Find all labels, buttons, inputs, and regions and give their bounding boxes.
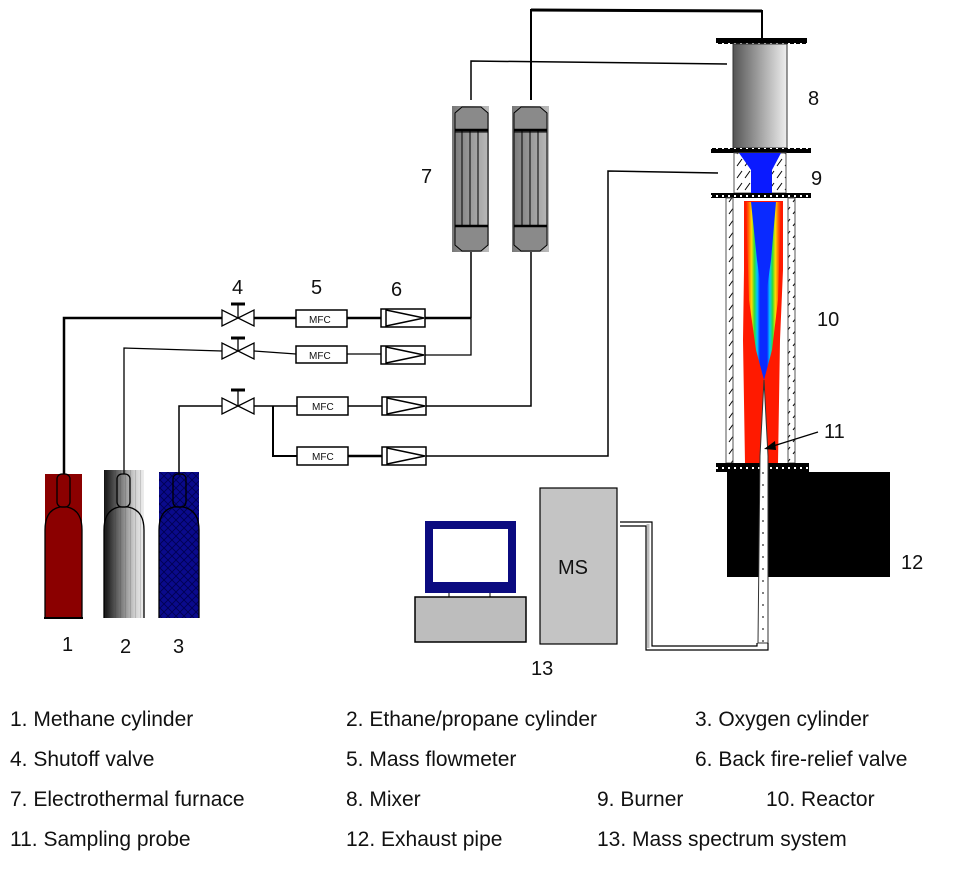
electrothermal-furnace-2 [512,106,549,252]
back-fire-relief-valve-1 [380,308,426,328]
label-2: 2 [120,636,131,658]
mass-spectrometer: MS [539,487,618,645]
probe-pointer-arrow [764,431,819,450]
legend-item-2: 2. Ethane/propane cylinder [346,708,598,731]
label-8: 8 [808,88,819,110]
label-9: 9 [811,168,822,190]
label-4: 4 [232,277,243,299]
label-11: 11 [824,421,845,443]
legend-item-11: 11. Sampling probe [10,828,191,851]
flame-contour [743,201,783,463]
legend-item-3: 3. Oxygen cylinder [695,708,869,731]
back-fire-relief-valve-2 [380,345,426,365]
label-3: 3 [173,636,184,658]
back-fire-relief-valve-4 [381,446,427,466]
mass-flowmeter-3: MFC [296,396,349,416]
mixer [716,38,807,149]
gas-lines [62,8,763,474]
ms-label: MS [558,557,588,579]
mass-flowmeter-4: MFC [296,446,349,466]
label-12: 12 [901,552,923,574]
label-7: 7 [421,166,432,188]
mass-flowmeter-2: MFC [295,345,348,364]
shutoff-valve-2 [221,336,255,361]
legend-item-13: 13. Mass spectrum system [597,828,847,851]
legend-item-5: 5. Mass flowmeter [346,748,517,771]
svg-text:MFC: MFC [312,402,334,413]
legend-item-9: 9. Burner [597,788,684,811]
legend: 1. Methane cylinder 2. Ethane/propane cy… [0,700,962,879]
label-6: 6 [391,279,402,301]
label-1: 1 [62,634,73,656]
electrothermal-furnace-1 [452,106,489,252]
experimental-setup-diagram: 1 2 3 4 [44,8,923,680]
computer-monitor [425,521,516,598]
legend-item-10: 10. Reactor [766,788,875,811]
legend-item-8: 8. Mixer [346,788,421,811]
shutoff-valve-1 [221,302,255,328]
label-13: 13 [531,658,553,680]
legend-item-4: 4. Shutoff valve [10,748,155,771]
ethane-propane-cylinder [103,470,145,618]
mass-flowmeter-1: MFC [295,309,348,328]
burner [711,148,811,198]
label-10: 10 [817,309,839,331]
label-5: 5 [311,277,322,299]
legend-item-6: 6. Back fire-relief valve [695,748,908,771]
oxygen-cylinder [158,472,200,618]
sampling-probe [620,379,769,651]
legend-item-12: 12. Exhaust pipe [346,828,503,851]
exhaust-pipe [727,472,890,577]
back-fire-relief-valve-3 [381,396,427,416]
svg-text:MFC: MFC [309,315,331,326]
svg-text:MFC: MFC [309,351,331,362]
svg-text:MFC: MFC [312,452,334,463]
legend-item-1: 1. Methane cylinder [10,708,194,731]
computer-base [414,596,527,643]
legend-item-7: 7. Electrothermal furnace [10,788,245,811]
methane-cylinder [44,473,83,619]
shutoff-valve-3 [221,388,255,416]
